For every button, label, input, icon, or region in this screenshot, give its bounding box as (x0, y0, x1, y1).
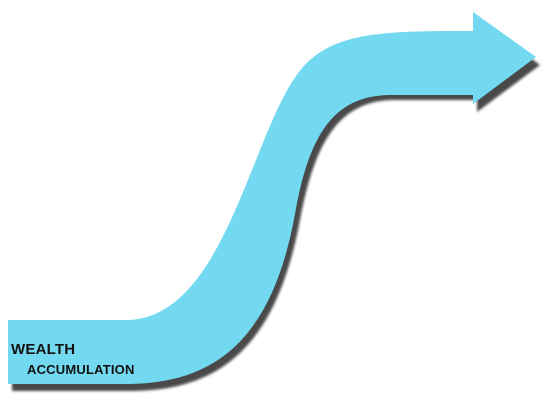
diagram-label-line-1: WEALTH (11, 341, 76, 358)
diagram-label-line-2: ACCUMULATION (27, 362, 135, 377)
arrow-body (8, 12, 536, 384)
